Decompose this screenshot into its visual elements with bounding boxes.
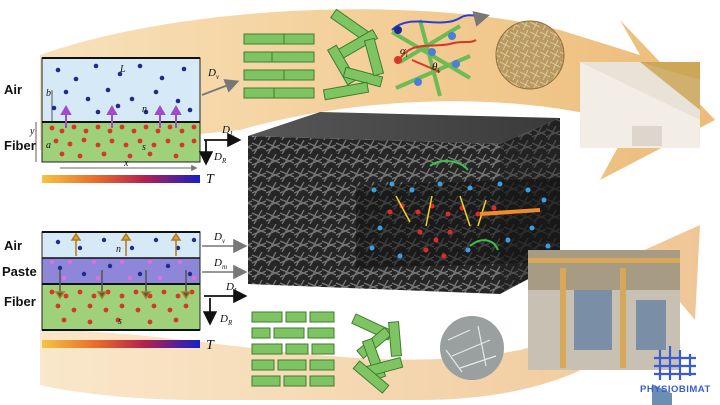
building-photo (528, 250, 680, 370)
inset-blue-particles (369, 181, 551, 259)
bottom-air-label: Air (4, 238, 22, 253)
fiber-network-diagram: αi θi (390, 11, 490, 97)
logo-text: PHYSIOBIMAT (640, 384, 711, 395)
top-Dv-label: Dv (207, 67, 220, 81)
attic-photo (580, 62, 700, 405)
top-T-label: T (206, 172, 215, 187)
top-panel: Air Fiber L b n y a s x T Dv DL DR (4, 57, 242, 187)
bottom-T-label: T (206, 338, 215, 353)
top-air-label: Air (4, 82, 22, 97)
top-x-label: x (123, 158, 129, 169)
wool-sample-photo (495, 20, 565, 90)
bottom-panel: Air Paste Fiber n s T Dv Dm DL DR (2, 231, 248, 353)
top-DR-label: DR (213, 151, 227, 165)
top-water-dots (51, 63, 193, 115)
bottom-fiber-label: Fiber (4, 294, 36, 309)
top-DL-label: DL (221, 124, 234, 138)
fiber-microstructure-block (248, 112, 560, 294)
top-temperature-bar (42, 175, 200, 183)
theta-label: θi (432, 61, 439, 75)
top-L-label: L (119, 64, 126, 75)
bottom-Dv-label: Dv (213, 231, 226, 245)
physiobimat-logo-icon (654, 346, 696, 380)
bottom-temperature-bar (42, 340, 200, 348)
cluster-fiber-blocks (351, 313, 404, 394)
top-n-label: n (142, 104, 147, 115)
aligned-fiber-blocks (243, 33, 315, 99)
top-a-label: a (46, 140, 51, 151)
bottom-s-label: s (118, 316, 122, 327)
bottom-paste-label: Paste (2, 264, 37, 279)
top-s-label: s (142, 142, 146, 153)
bottom-paste-dots (49, 259, 197, 281)
alpha-label: αi (400, 45, 408, 59)
top-fiber-label: Fiber (4, 138, 36, 153)
bottom-exchange-arrows (54, 232, 192, 300)
bottom-water-dots (55, 237, 197, 277)
top-y-label: y (29, 126, 35, 137)
top-fiber-dots (49, 124, 197, 159)
brick-fiber-blocks (251, 311, 335, 387)
top-b-label: b (46, 88, 51, 99)
bottom-fiber-dots (49, 289, 195, 325)
bottom-n-label: n (116, 244, 121, 255)
paste-sample-texture (445, 325, 497, 373)
bottom-DL-label: DL (225, 281, 238, 295)
top-exchange-arrows (60, 104, 182, 128)
bottom-DR-label: DR (219, 313, 233, 327)
bottom-Dm-label: Dm (213, 257, 227, 271)
top-Dv-arrow (201, 79, 240, 96)
random-fiber-blocks (322, 8, 385, 101)
